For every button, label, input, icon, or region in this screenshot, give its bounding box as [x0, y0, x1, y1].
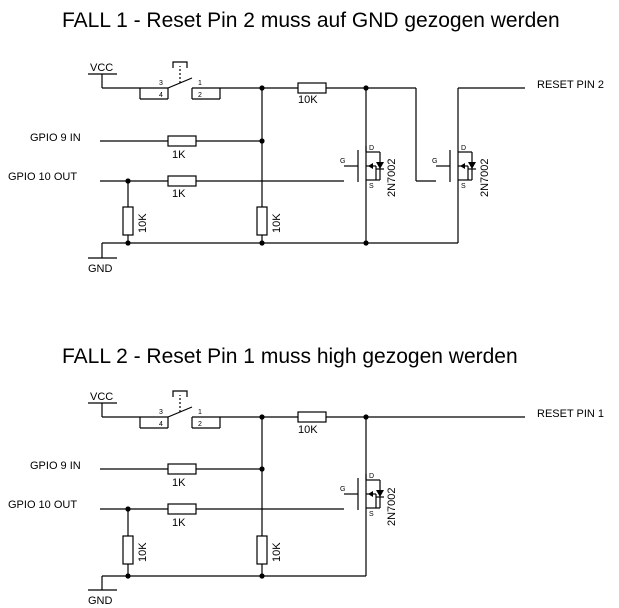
fall1-fet1-label: 2N7002 — [386, 158, 398, 197]
fall1-resistor-10k-left-label: 10K — [137, 213, 149, 233]
fall2-fet1-pin-s: S — [369, 511, 374, 518]
fall1-gnd-label: GND — [88, 263, 113, 275]
fall1-resistor-1k-gpio10-label: 1K — [172, 188, 186, 200]
fall1-resistor-10k-mid-label: 10K — [271, 213, 283, 233]
fall2-fet1-pin-d: D — [369, 473, 374, 480]
fall1-fet1-pin-s: S — [369, 183, 374, 190]
fall2-gpio10-label: GPIO 10 OUT — [8, 499, 77, 511]
fall1-circuit: FALL 1 - Reset Pin 2 muss auf GND gezoge… — [8, 9, 604, 275]
fall2-resistor-1k-gpio10 — [167, 503, 197, 515]
fall2-switch-pin-3: 3 — [159, 409, 163, 416]
fall1-fet1-pin-d: D — [369, 145, 374, 152]
fall2-resistor-1k-gpio9 — [167, 463, 197, 475]
fall1-push-switch: 3 1 4 2 — [102, 61, 221, 100]
fall1-switch-pin-4: 4 — [159, 92, 163, 99]
fall2-push-switch: 3 1 4 2 — [102, 390, 221, 429]
fall1-resistor-1k-gpio9-label: 1K — [172, 149, 186, 161]
fall1-gpio10-label: GPIO 10 OUT — [8, 171, 77, 183]
fall2-resistor-10k-top-label: 10K — [298, 424, 318, 436]
fall1-fet2-label: 2N7002 — [479, 158, 491, 197]
fall1-vcc-label: VCC — [90, 62, 113, 74]
fall2-resistor-10k-top — [297, 411, 327, 423]
fall2-resistor-10k-mid-label: 10K — [271, 542, 283, 562]
fall1-mosfet-2: D G S — [432, 145, 477, 190]
fall1-output-label: RESET PIN 2 — [537, 79, 604, 91]
fall1-resistor-1k-gpio9 — [167, 135, 197, 147]
fall2-resistor-10k-mid — [256, 535, 268, 565]
fall1-switch-pin-1: 1 — [198, 80, 202, 87]
fall1-resistor-10k-left — [122, 206, 134, 236]
fall2-resistor-1k-gpio9-label: 1K — [172, 477, 186, 489]
fall1-resistor-10k-mid — [256, 206, 268, 236]
fall1-title: FALL 1 - Reset Pin 2 muss auf GND gezoge… — [62, 9, 560, 32]
fall2-circuit: FALL 2 - Reset Pin 1 muss high gezogen w… — [8, 345, 604, 607]
fall2-vcc-label: VCC — [90, 391, 113, 403]
fall1-resistor-10k-top-label: 10K — [298, 94, 318, 106]
fall2-switch-pin-4: 4 — [159, 421, 163, 428]
fall1-resistor-1k-gpio10 — [167, 175, 197, 187]
fall2-gnd-label: GND — [88, 595, 113, 607]
fall1-mosfet-1: D G S — [340, 145, 385, 190]
fall2-switch-pin-1: 1 — [198, 409, 202, 416]
fall1-fet1-pin-g: G — [340, 158, 345, 165]
fall2-fet1-pin-g: G — [340, 486, 345, 493]
fall1-fet2-pin-d: D — [461, 145, 466, 152]
fall1-switch-pin-3: 3 — [159, 80, 163, 87]
fall1-fet2-pin-g: G — [432, 158, 437, 165]
fall2-output-label: RESET PIN 1 — [537, 408, 604, 420]
fall2-title: FALL 2 - Reset Pin 1 muss high gezogen w… — [62, 345, 518, 368]
fall2-resistor-10k-left-label: 10K — [137, 542, 149, 562]
fall2-mosfet-1: D G S — [340, 473, 385, 518]
fall2-fet1-label: 2N7002 — [386, 487, 398, 526]
fall1-gpio9-label: GPIO 9 IN — [30, 132, 81, 144]
fall2-resistor-1k-gpio10-label: 1K — [172, 517, 186, 529]
fall1-switch-pin-2: 2 — [198, 92, 202, 99]
fall1-resistor-10k-top — [297, 82, 327, 94]
fall2-gpio9-label: GPIO 9 IN — [30, 460, 81, 472]
fall2-switch-pin-2: 2 — [198, 421, 202, 428]
fall2-resistor-10k-left — [122, 535, 134, 565]
fall1-fet2-pin-s: S — [461, 183, 466, 190]
